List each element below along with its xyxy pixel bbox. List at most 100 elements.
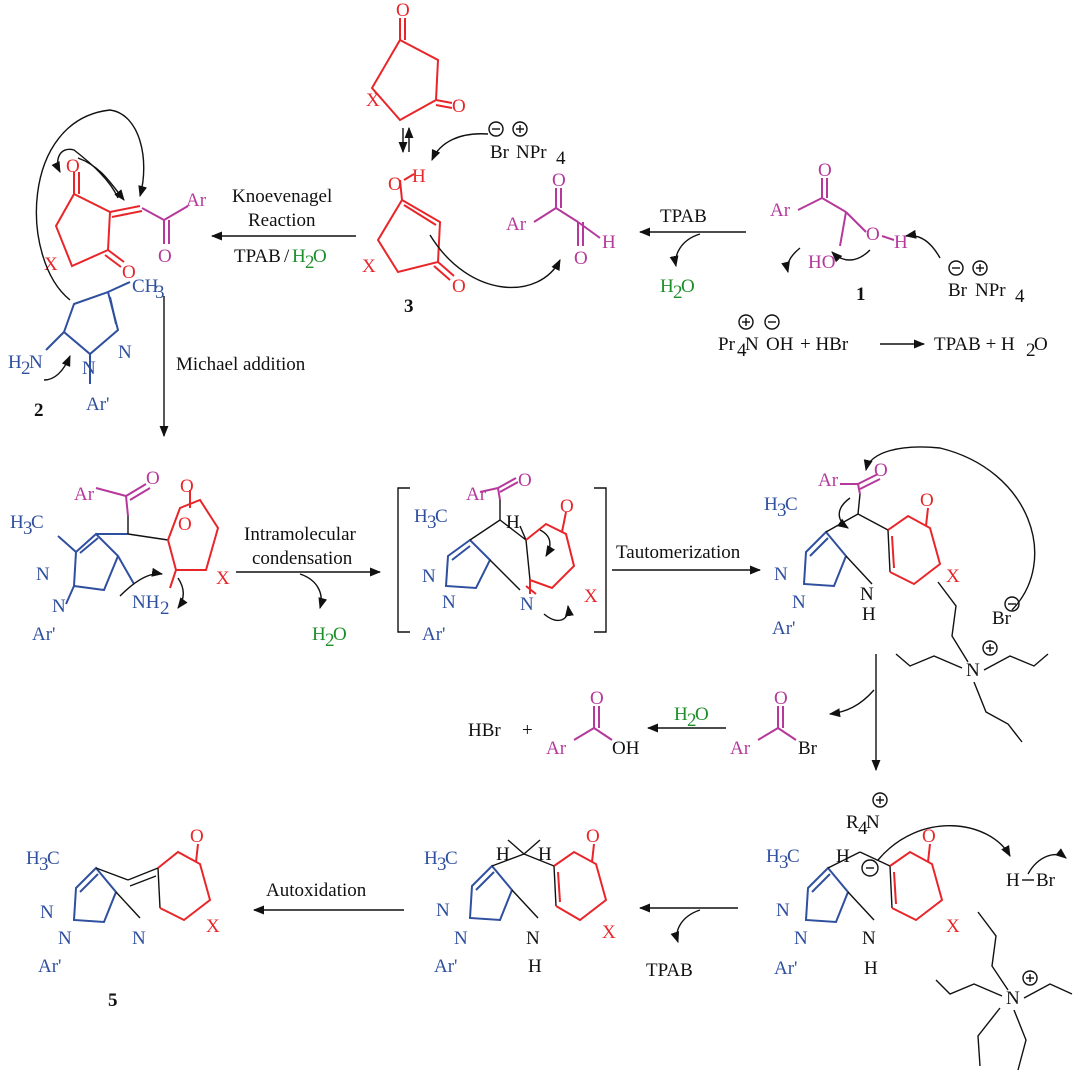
dihydropyridine-intermediate: H H H 3 C N N Ar' N H O X <box>424 826 616 977</box>
atom-N: N <box>82 358 96 379</box>
amine-H: H <box>8 352 22 373</box>
subscript-3: 3 <box>777 500 787 521</box>
michael-addition-arrow: Michael addition <box>159 296 306 438</box>
atom-N: N <box>40 902 54 923</box>
atom-O: O <box>560 496 574 517</box>
r4n-label: R <box>846 812 859 833</box>
atom-O: O <box>920 490 934 511</box>
atom-X: X <box>946 916 960 937</box>
methyl-C: C <box>47 848 60 869</box>
compound-1-glyoxal-hydrate: Ar O O H HO 1 Br NPr 4 <box>770 160 1025 307</box>
atom-N: N <box>520 594 534 615</box>
aryl-glyoxal-structure: Ar O O H <box>506 170 616 269</box>
atom-O: O <box>586 826 600 847</box>
equilibrium-arrow <box>398 126 414 154</box>
atom-O: O <box>452 96 466 117</box>
compound-label-5: 5 <box>108 990 118 1011</box>
atom-H: H <box>538 844 552 865</box>
atom-Ar: Ar <box>546 738 567 759</box>
water-subscript: 2 <box>325 630 335 651</box>
pr4n-label: Pr <box>718 334 736 355</box>
atom-N: N <box>794 928 808 949</box>
subscript-3: 3 <box>23 518 33 539</box>
atom-Br: Br <box>798 738 818 759</box>
slash-label: / <box>284 246 290 267</box>
atom-H: H <box>602 232 616 253</box>
npr4-label: NPr <box>516 142 547 163</box>
atom-O: O <box>388 174 402 195</box>
atom-X: X <box>584 586 598 607</box>
atom-Br: Br <box>948 280 968 301</box>
subscript-4: 4 <box>737 340 747 361</box>
elimination-arrow <box>828 654 881 772</box>
water-subscript: 2 <box>673 282 683 303</box>
atom-H: H <box>496 844 510 865</box>
atom-O: O <box>590 688 604 709</box>
atom-N: N <box>774 564 788 585</box>
atom-Ar: Ar <box>506 214 527 235</box>
atom-Ar: Ar <box>466 484 487 505</box>
atom-N: N <box>966 660 980 681</box>
atom-H: H <box>894 232 908 253</box>
atom-H: H <box>1006 870 1020 891</box>
tpab-label: TPAB <box>646 960 693 981</box>
methyl-C: C <box>787 846 800 867</box>
atom-O: O <box>190 826 204 847</box>
atom-O: O <box>66 156 80 177</box>
methyl-H: H <box>424 848 438 869</box>
subscript-2: 2 <box>1026 340 1036 361</box>
plus-hbr-label: + HBr <box>800 334 849 355</box>
atom-O: O <box>452 276 466 297</box>
water-subscript: 2 <box>687 710 697 731</box>
water-label: H <box>660 276 674 297</box>
subscript-3: 3 <box>427 512 437 533</box>
atom-H: H <box>862 604 876 625</box>
knoevenagel-adduct: O O X Ar O <box>35 109 207 301</box>
knoevenagel-label: Knoevenagel <box>232 186 332 207</box>
atom-X: X <box>946 566 960 587</box>
methyl-H: H <box>764 494 778 515</box>
atom-O: O <box>866 224 880 245</box>
intramolecular-label: Intramolecular <box>244 524 357 545</box>
atom-N: N <box>862 928 876 949</box>
atom-Ar: Ar <box>730 738 751 759</box>
atom-X: X <box>206 916 220 937</box>
subscript-2: 2 <box>160 598 170 619</box>
michael-adduct: H 3 C N N NH 2 Ar' Ar O O O X <box>10 468 230 645</box>
atom-X: X <box>362 256 376 277</box>
product-5: H 3 C N N Ar' N O X 5 <box>26 826 220 1011</box>
dihydro-product: H 3 C N N Ar' N H Ar O O X Br <box>764 446 1036 639</box>
protonation-arrow: TPAB <box>638 903 738 981</box>
methyl-H: H <box>414 506 428 527</box>
tpab-label: TPAB <box>660 206 707 227</box>
atom-Ar-prime: Ar' <box>86 394 109 415</box>
atom-O: O <box>180 476 194 497</box>
atom-Ar-prime: Ar' <box>38 956 61 977</box>
methyl-C: C <box>31 512 44 533</box>
atom-Br: Br <box>1036 870 1056 891</box>
atom-HO: HO <box>808 252 835 273</box>
atom-H: H <box>836 846 850 867</box>
npr4-label: NPr <box>975 280 1006 301</box>
atom-N: N <box>422 566 436 587</box>
atom-N: N <box>442 592 456 613</box>
tetrapropylammonium-skeletal-2: N <box>935 911 1073 1071</box>
atom-H: H <box>506 512 520 533</box>
atom-Ar-prime: Ar' <box>422 624 445 645</box>
tautomerization-arrow: Tautomerization <box>612 542 762 575</box>
atom-N: N <box>1006 988 1020 1009</box>
atom-X: X <box>216 568 230 589</box>
tpab-ion-pair-top: Br NPr 4 <box>431 121 566 169</box>
atom-X: X <box>366 90 380 111</box>
subscript-3: 3 <box>39 854 49 875</box>
amine-NH: NH <box>132 592 160 613</box>
atom-Ar: Ar <box>74 484 95 505</box>
atom-Ar: Ar <box>818 470 839 491</box>
tpab-reaction-arrow: TPAB H 2 O <box>638 206 746 303</box>
knoevenagel-arrow: Knoevenagel Reaction TPAB / H 2 O <box>210 186 356 273</box>
atom-N: N <box>792 592 806 613</box>
atom-O: O <box>518 470 532 491</box>
atom-N: N <box>866 812 880 833</box>
atom-Br: Br <box>490 142 510 163</box>
methyl-C: C <box>785 494 798 515</box>
